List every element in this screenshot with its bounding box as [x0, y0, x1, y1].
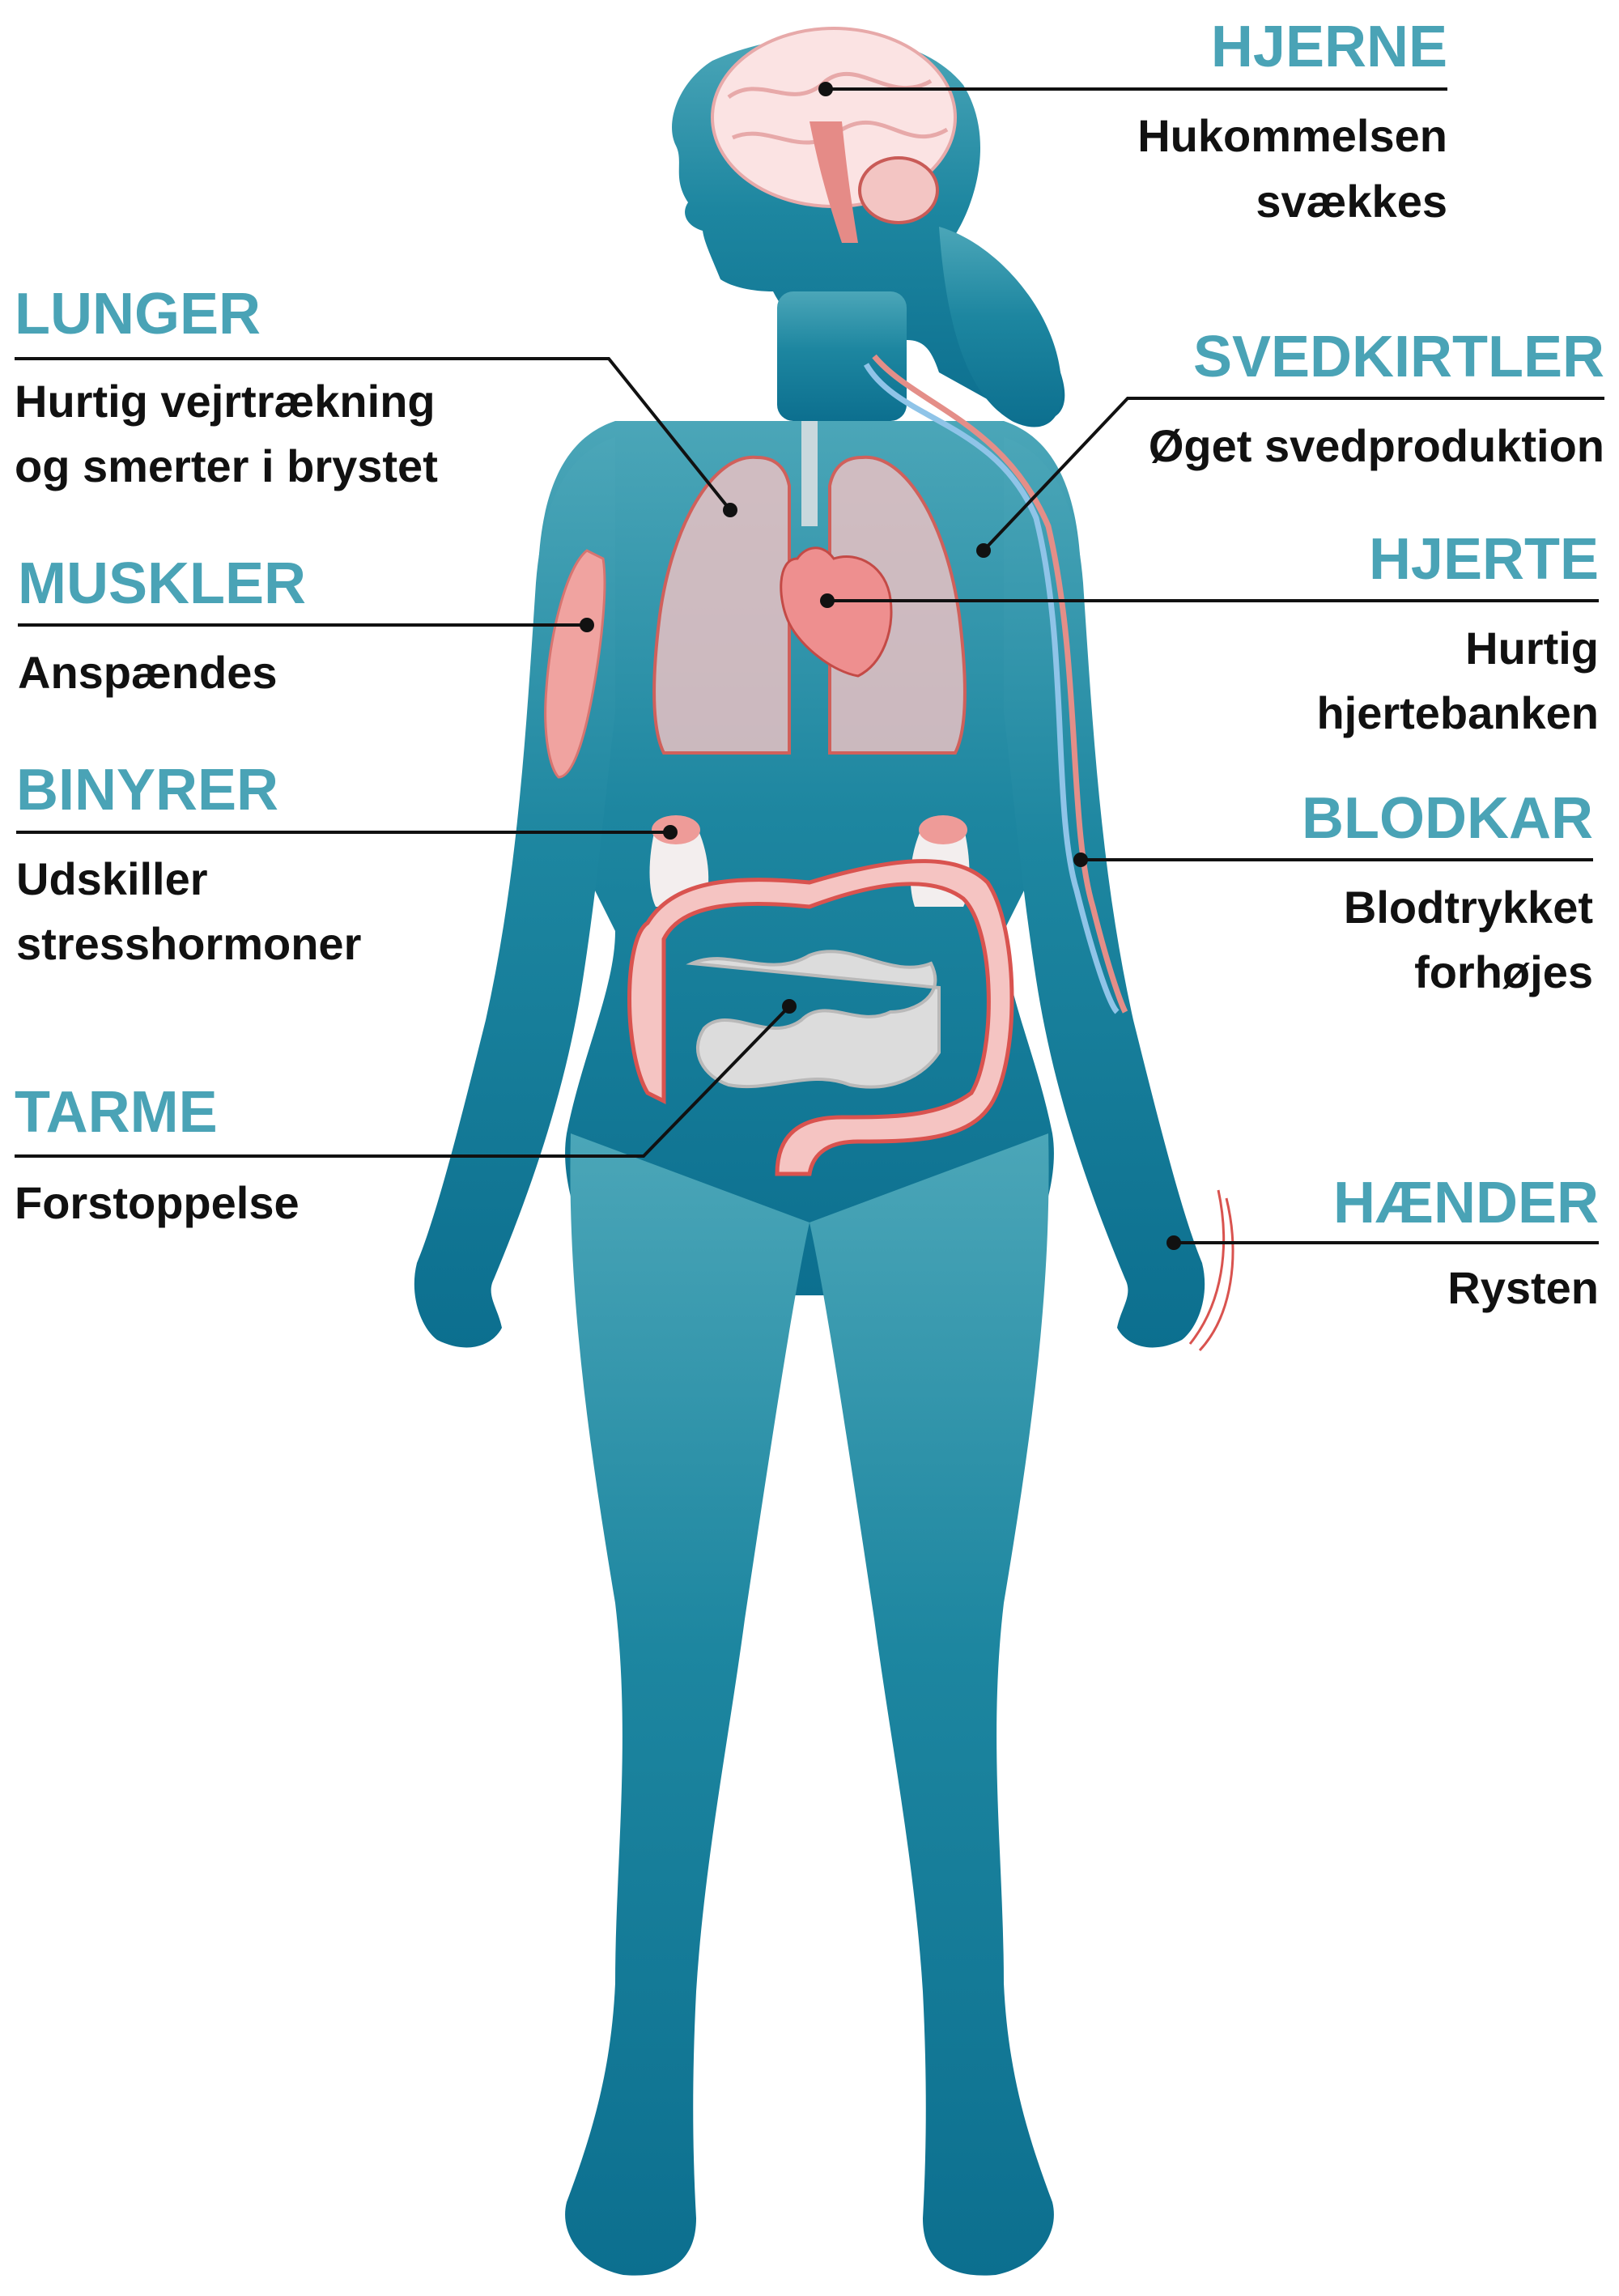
label-hjerte-title: HJERTE — [1369, 527, 1599, 592]
label-hjerte: HJERTE Hurtig hjertebanken — [820, 527, 1599, 738]
label-blodkar-title: BLODKAR — [1302, 786, 1593, 851]
neck — [777, 291, 907, 421]
label-muskler: MUSKLER Anspændes — [18, 551, 594, 698]
label-lunger-desc-2: og smerter i brystet — [15, 440, 438, 491]
label-tarme: TARME Forstoppelse — [15, 999, 797, 1228]
label-binyrer-title: BINYRER — [16, 758, 278, 823]
label-hjerte-desc-2: hjertebanken — [1316, 687, 1599, 738]
label-blodkar-desc-2: forhøjes — [1414, 946, 1593, 997]
lungs-icon — [652, 421, 967, 755]
intestines-icon — [627, 859, 1014, 1176]
label-svedkirtler: SVEDKIRTLER Øget svedproduktion — [976, 325, 1604, 558]
label-hjerne-title: HJERNE — [1211, 15, 1447, 79]
leg-left — [565, 1133, 810, 2276]
label-haender-desc-1: Rysten — [1447, 1262, 1599, 1313]
label-svedkirtler-desc-1: Øget svedproduktion — [1149, 420, 1604, 471]
label-binyrer-desc-1: Udskiller — [16, 853, 208, 904]
label-svedkirtler-title: SVEDKIRTLER — [1193, 325, 1604, 389]
label-tarme-title: TARME — [15, 1080, 218, 1145]
label-binyrer-desc-2: stresshormoner — [16, 918, 361, 969]
label-blodkar-desc-1: Blodtrykket — [1344, 882, 1593, 933]
label-haender: HÆNDER Rysten — [1166, 1171, 1599, 1313]
label-hjerne-desc-2: svækkes — [1256, 176, 1447, 227]
label-lunger-title: LUNGER — [15, 282, 261, 347]
ponytail — [939, 227, 1062, 427]
brain-icon — [711, 27, 957, 243]
label-hjerne-desc-1: Hukommelsen — [1137, 110, 1447, 161]
label-lunger: LUNGER Hurtig vejrtrækning og smerter i … — [15, 282, 737, 517]
label-hjerne: HJERNE Hukommelsen svækkes — [818, 15, 1447, 227]
label-muskler-title: MUSKLER — [18, 551, 306, 616]
label-binyrer: BINYRER Udskiller stresshormoner — [16, 758, 678, 969]
label-tarme-desc-1: Forstoppelse — [15, 1177, 300, 1228]
heart-icon — [780, 546, 893, 678]
label-hjerte-desc-1: Hurtig — [1465, 623, 1599, 674]
shaking-hand-icon — [1188, 1189, 1234, 1352]
label-lunger-desc-1: Hurtig vejrtrækning — [15, 376, 436, 427]
label-blodkar: BLODKAR Blodtrykket forhøjes — [1073, 786, 1593, 997]
leg-right — [810, 1133, 1054, 2276]
label-haender-title: HÆNDER — [1333, 1171, 1599, 1235]
label-muskler-desc-1: Anspændes — [18, 647, 278, 698]
blood-vessels-icon — [863, 354, 1128, 1014]
